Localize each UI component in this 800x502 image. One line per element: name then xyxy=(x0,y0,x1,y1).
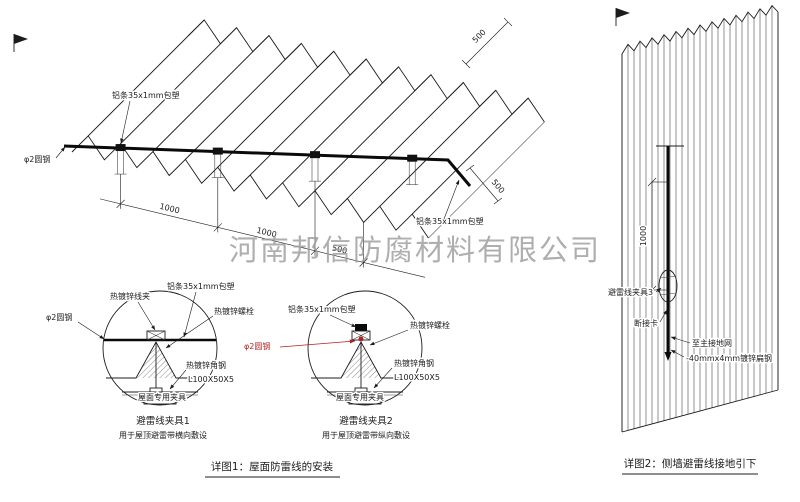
wall-diagram: 1000 避雷线夹具3 断接卡 至主接地网 -40mmx4mm镀锌扁钢 xyxy=(607,4,779,433)
wall-leader-to-ground xyxy=(670,336,691,344)
detail1-label-bolt: 热镀锌螺栓 xyxy=(214,306,254,316)
dim-line-right xyxy=(469,167,499,202)
detail1-label-angle-spec: L100X50X5 xyxy=(188,375,234,384)
wire-clamps xyxy=(114,144,419,185)
detail1-clamp-x xyxy=(146,330,166,341)
detail1-roof-clamp-part xyxy=(143,397,177,405)
detail2-round-steel-section xyxy=(358,336,364,342)
corner-marker-right xyxy=(615,8,630,26)
detail1-label-angle-steel: 热镀锌角钢 xyxy=(186,360,226,370)
dim-tick xyxy=(493,197,503,205)
detail1-bubble xyxy=(102,290,218,406)
roof-dimension-lines xyxy=(99,174,426,278)
wall-label-clamp3: 避雷线夹具3 xyxy=(608,287,653,297)
detail2-label-roof-clamp: 屋面专用夹具 xyxy=(336,392,384,402)
detail2-label-strip: 铝条35x1mm包塑 xyxy=(288,304,356,314)
detail2-title: 避雷线夹具2 xyxy=(339,415,393,427)
label-round-steel-main: φ2圆钢 xyxy=(24,154,50,164)
clamp-mark xyxy=(407,154,418,162)
detail-circle-2: 铝条35x1mm包塑 热镀锌螺栓 φ2圆钢 热镀锌角钢 L100X50X5 屋面… xyxy=(243,290,452,440)
wall-leader-disconnect xyxy=(659,309,668,323)
wall-dim-1000: 1000 xyxy=(639,226,648,246)
captions: 详图1：屋面防雷线的安装 详图2：侧墙避雷线接地引下 xyxy=(205,457,758,478)
wall-clamp-tick xyxy=(659,292,677,296)
clamp-mark xyxy=(310,151,320,159)
detail2-leader-round-steel xyxy=(279,339,356,348)
label-aluminum-strip-right: 铝条35x1mm包塑 xyxy=(416,216,484,226)
down-conductor-arrow xyxy=(664,352,672,361)
wall-leader-clamp3 xyxy=(655,287,662,293)
detail2-roof-clamp-part xyxy=(348,397,382,405)
dim-1000-a: 1000 xyxy=(159,202,181,216)
dim-tick xyxy=(465,164,475,172)
dim-line-topright xyxy=(465,21,509,65)
detail2-bubble xyxy=(307,290,423,406)
clamp-mark xyxy=(212,147,223,155)
detail1-label-roof-clamp: 屋面专用夹具 xyxy=(138,392,186,402)
wall-label-to-ground: 至主接地网 xyxy=(692,338,732,348)
detail1-label-round-steel: φ2圆钢 xyxy=(46,312,72,322)
clamp-mark xyxy=(115,144,126,152)
leader-strip-right xyxy=(443,179,460,220)
detail1-leader-clamp xyxy=(137,301,156,331)
corner-marker-left xyxy=(13,34,28,52)
dim-500-topright: 500 xyxy=(471,28,488,45)
wall-clamp-bubble xyxy=(658,269,678,303)
wall-clamp-tick xyxy=(659,275,677,279)
detail1-clamp xyxy=(146,330,166,341)
leader-round-steel xyxy=(55,146,66,159)
wall-corrugation-lines xyxy=(621,4,779,433)
dim-tick xyxy=(503,17,513,27)
watermark: 河南邦信防腐材料有限公司 xyxy=(229,233,601,267)
detail1-leader-strip xyxy=(183,291,197,338)
detail1-label-strip: 铝条35x1mm包塑 xyxy=(167,281,235,291)
detail2-strip-section xyxy=(355,324,367,331)
roof-diagram: 1000 1000 500 500 500 铝条35x1mm包塑 φ2圆钢 铝条… xyxy=(23,17,545,278)
detail2-label-angle-spec: L100X50X5 xyxy=(394,373,440,382)
lightning-wire xyxy=(63,144,472,187)
detail1-title: 避雷线夹具1 xyxy=(136,415,190,427)
wall-leader-flat-steel xyxy=(670,349,685,358)
detail1-nut xyxy=(149,387,163,393)
dim-tick xyxy=(461,59,471,69)
leader-strip-top xyxy=(120,100,131,144)
detail1-label-clamp: 热镀锌线夹 xyxy=(110,291,150,301)
detail2-leader-strip xyxy=(329,314,357,328)
wall-label-disconnect: 断接卡 xyxy=(634,318,658,328)
detail2-label-round-steel: φ2圆钢 xyxy=(244,341,270,351)
detail2-leader-angle xyxy=(373,367,393,389)
wall-label-flat-steel: -40mmx4mm镀锌扁钢 xyxy=(686,353,772,363)
detail2-label-bolt: 热镀锌螺栓 xyxy=(410,320,450,330)
label-aluminum-strip-top: 铝条35x1mm包塑 xyxy=(112,90,180,100)
detail-circle-1: 热镀锌线夹 铝条35x1mm包塑 热镀锌螺栓 φ2圆钢 热镀锌角钢 L100X5… xyxy=(45,280,256,441)
detail1-leader-bolt xyxy=(165,315,214,349)
roof-corrugation-lines xyxy=(71,19,545,239)
caption-detail2: 详图2：侧墙避雷线接地引下 xyxy=(624,457,757,470)
detail2-label-angle-steel: 热镀锌角钢 xyxy=(394,358,434,368)
caption-detail1: 详图1：屋面防雷线的安装 xyxy=(211,460,334,473)
dim-500-right: 500 xyxy=(490,178,507,195)
detail2-subtitle: 用于屋顶避雷带纵向敷设 xyxy=(322,430,410,440)
detail2-clamp-x xyxy=(351,330,371,341)
detail1-leader-round-steel xyxy=(77,321,105,340)
detail2-leader-bolt xyxy=(369,329,409,346)
detail1-leader-angle xyxy=(169,369,187,390)
detail1-subtitle: 用于屋顶避雷带横向敷设 xyxy=(119,430,207,440)
detail2-nut xyxy=(354,387,368,393)
